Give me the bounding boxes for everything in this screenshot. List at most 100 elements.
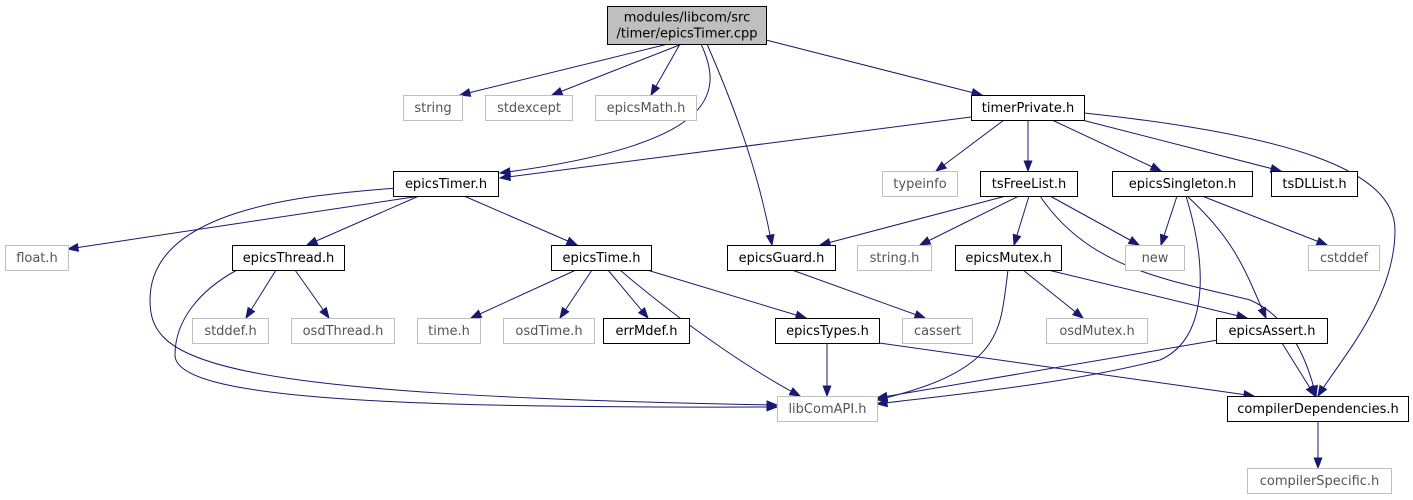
- edge-line: [67, 195, 421, 250]
- node-box: [1112, 171, 1253, 197]
- edge-line: [765, 39, 983, 96]
- node-tsDLList[interactable]: tsDLList.h: [1271, 171, 1358, 197]
- node-box: [882, 171, 958, 197]
- node-box: [503, 318, 595, 344]
- edge-line: [306, 195, 420, 246]
- node-epicsTypes[interactable]: epicsTypes.h: [775, 318, 880, 344]
- edge-tsFreeList-to-compilerDependencies: [1039, 195, 1318, 398]
- node-box: [1271, 171, 1358, 197]
- node-label: libComAPI.h: [788, 402, 866, 417]
- arrowhead: [1071, 307, 1085, 319]
- node-label: epicsAssert.h: [1228, 324, 1315, 339]
- arrowhead: [1305, 384, 1316, 398]
- edge-epicsGuard-to-cassert: [791, 269, 927, 319]
- node-box: [232, 245, 345, 271]
- edge-line: [876, 339, 1219, 399]
- node-label: epicsMutex.h: [965, 251, 1051, 266]
- arrowhead: [1159, 233, 1169, 247]
- node-compilerSpecific: compilerSpecific.h: [1247, 468, 1392, 494]
- edge-line: [1081, 119, 1282, 172]
- edge-root-to-epicsGuard: [706, 43, 775, 247]
- arrowhead: [1317, 384, 1328, 398]
- edge-line: [459, 43, 669, 96]
- node-box: [1227, 396, 1409, 422]
- arrowhead: [822, 385, 832, 398]
- arrowhead: [559, 306, 570, 320]
- edge-line: [791, 269, 926, 319]
- node-box: [1046, 318, 1148, 344]
- node-epicsTimer[interactable]: epicsTimer.h: [393, 171, 499, 197]
- edge-root-to-string: [458, 43, 669, 97]
- node-label: epicsGuard.h: [739, 251, 825, 266]
- node-box: [727, 245, 836, 271]
- arrowhead: [875, 391, 889, 401]
- edge-line: [470, 269, 577, 319]
- edge-epicsSingleton-to-new: [1159, 195, 1178, 247]
- edge-epicsTimer-to-libComAPI: [149, 187, 779, 410]
- node-box: [5, 245, 69, 271]
- edge-epicsMutex-to-osdMutex: [1022, 269, 1085, 319]
- edge-line: [1022, 269, 1084, 319]
- node-box: [417, 318, 481, 344]
- node-errMdef[interactable]: errMdef.h: [603, 318, 690, 344]
- node-epicsTime[interactable]: epicsTime.h: [551, 245, 652, 271]
- arrowhead: [765, 233, 775, 247]
- edge-epicsSingleton-to-libComAPI: [875, 195, 1201, 408]
- arrowhead: [1127, 235, 1141, 246]
- node-label: string.h: [870, 251, 920, 266]
- edge-epicsSingleton-to-cstddef: [1201, 195, 1329, 246]
- node-label: epicsTime.h: [563, 251, 641, 266]
- edge-line: [1049, 195, 1140, 246]
- edge-timerPrivate-to-epicsTimer: [498, 116, 972, 182]
- node-tsFreeList[interactable]: tsFreeList.h: [980, 171, 1078, 197]
- node-root[interactable]: modules/libcom/src/timer/epicsTimer.cpp: [607, 6, 767, 45]
- arrowhead: [1315, 236, 1329, 246]
- arrowhead: [245, 306, 256, 320]
- arrowhead: [913, 310, 927, 319]
- node-box: [777, 396, 878, 422]
- node-label: new: [1142, 251, 1169, 266]
- edge-line: [876, 195, 1201, 405]
- node-timerPrivate[interactable]: timerPrivate.h: [971, 95, 1085, 121]
- node-box: [607, 6, 767, 45]
- edge-timerPrivate-to-typeinfo: [934, 119, 1005, 172]
- edge-epicsSingleton-to-epicsAssert: [1186, 195, 1267, 320]
- edge-line: [619, 269, 801, 397]
- edge-epicsThread-to-stddef: [245, 269, 277, 320]
- arrowhead: [1149, 162, 1163, 172]
- edge-epicsAssert-to-compilerDependencies: [1281, 342, 1316, 398]
- edge-line: [919, 195, 1020, 246]
- node-box: [857, 245, 932, 271]
- edge-line: [1051, 119, 1162, 172]
- node-box: [595, 95, 697, 121]
- arrowhead: [458, 88, 472, 97]
- node-label: cstddef: [1320, 251, 1369, 266]
- node-typeinfo: typeinfo: [882, 171, 958, 197]
- node-compilerDependencies[interactable]: compilerDependencies.h: [1227, 396, 1409, 422]
- edge-root-to-timerPrivate: [765, 39, 984, 97]
- edge-timerPrivate-to-compilerDependencies: [1083, 112, 1396, 398]
- node-box: [603, 318, 690, 344]
- node-epicsThread[interactable]: epicsThread.h: [232, 245, 345, 271]
- node-box: [980, 171, 1078, 197]
- node-epicsAssert[interactable]: epicsAssert.h: [1216, 318, 1328, 344]
- edge-tsFreeList-to-new: [1049, 195, 1141, 246]
- node-new: new: [1125, 245, 1185, 271]
- node-epicsSingleton[interactable]: epicsSingleton.h: [1112, 171, 1253, 197]
- node-epicsMutex[interactable]: epicsMutex.h: [955, 245, 1062, 271]
- node-label: compilerDependencies.h: [1237, 402, 1398, 417]
- node-label: errMdef.h: [616, 324, 678, 339]
- arrowhead: [66, 242, 80, 252]
- node-label: modules/libcom/src: [624, 11, 750, 26]
- edge-line: [499, 116, 972, 179]
- edge-tsFreeList-to-stringh: [918, 195, 1020, 246]
- edge-line: [1047, 269, 1248, 319]
- node-cassert: cassert: [902, 318, 973, 344]
- node-epicsGuard[interactable]: epicsGuard.h: [727, 245, 836, 271]
- node-label: /timer/epicsTimer.cpp: [616, 27, 757, 42]
- node-stringh: string.h: [857, 245, 932, 271]
- node-epicsMath: epicsMath.h: [595, 95, 697, 121]
- arrowhead: [637, 307, 649, 320]
- node-time: time.h: [417, 318, 481, 344]
